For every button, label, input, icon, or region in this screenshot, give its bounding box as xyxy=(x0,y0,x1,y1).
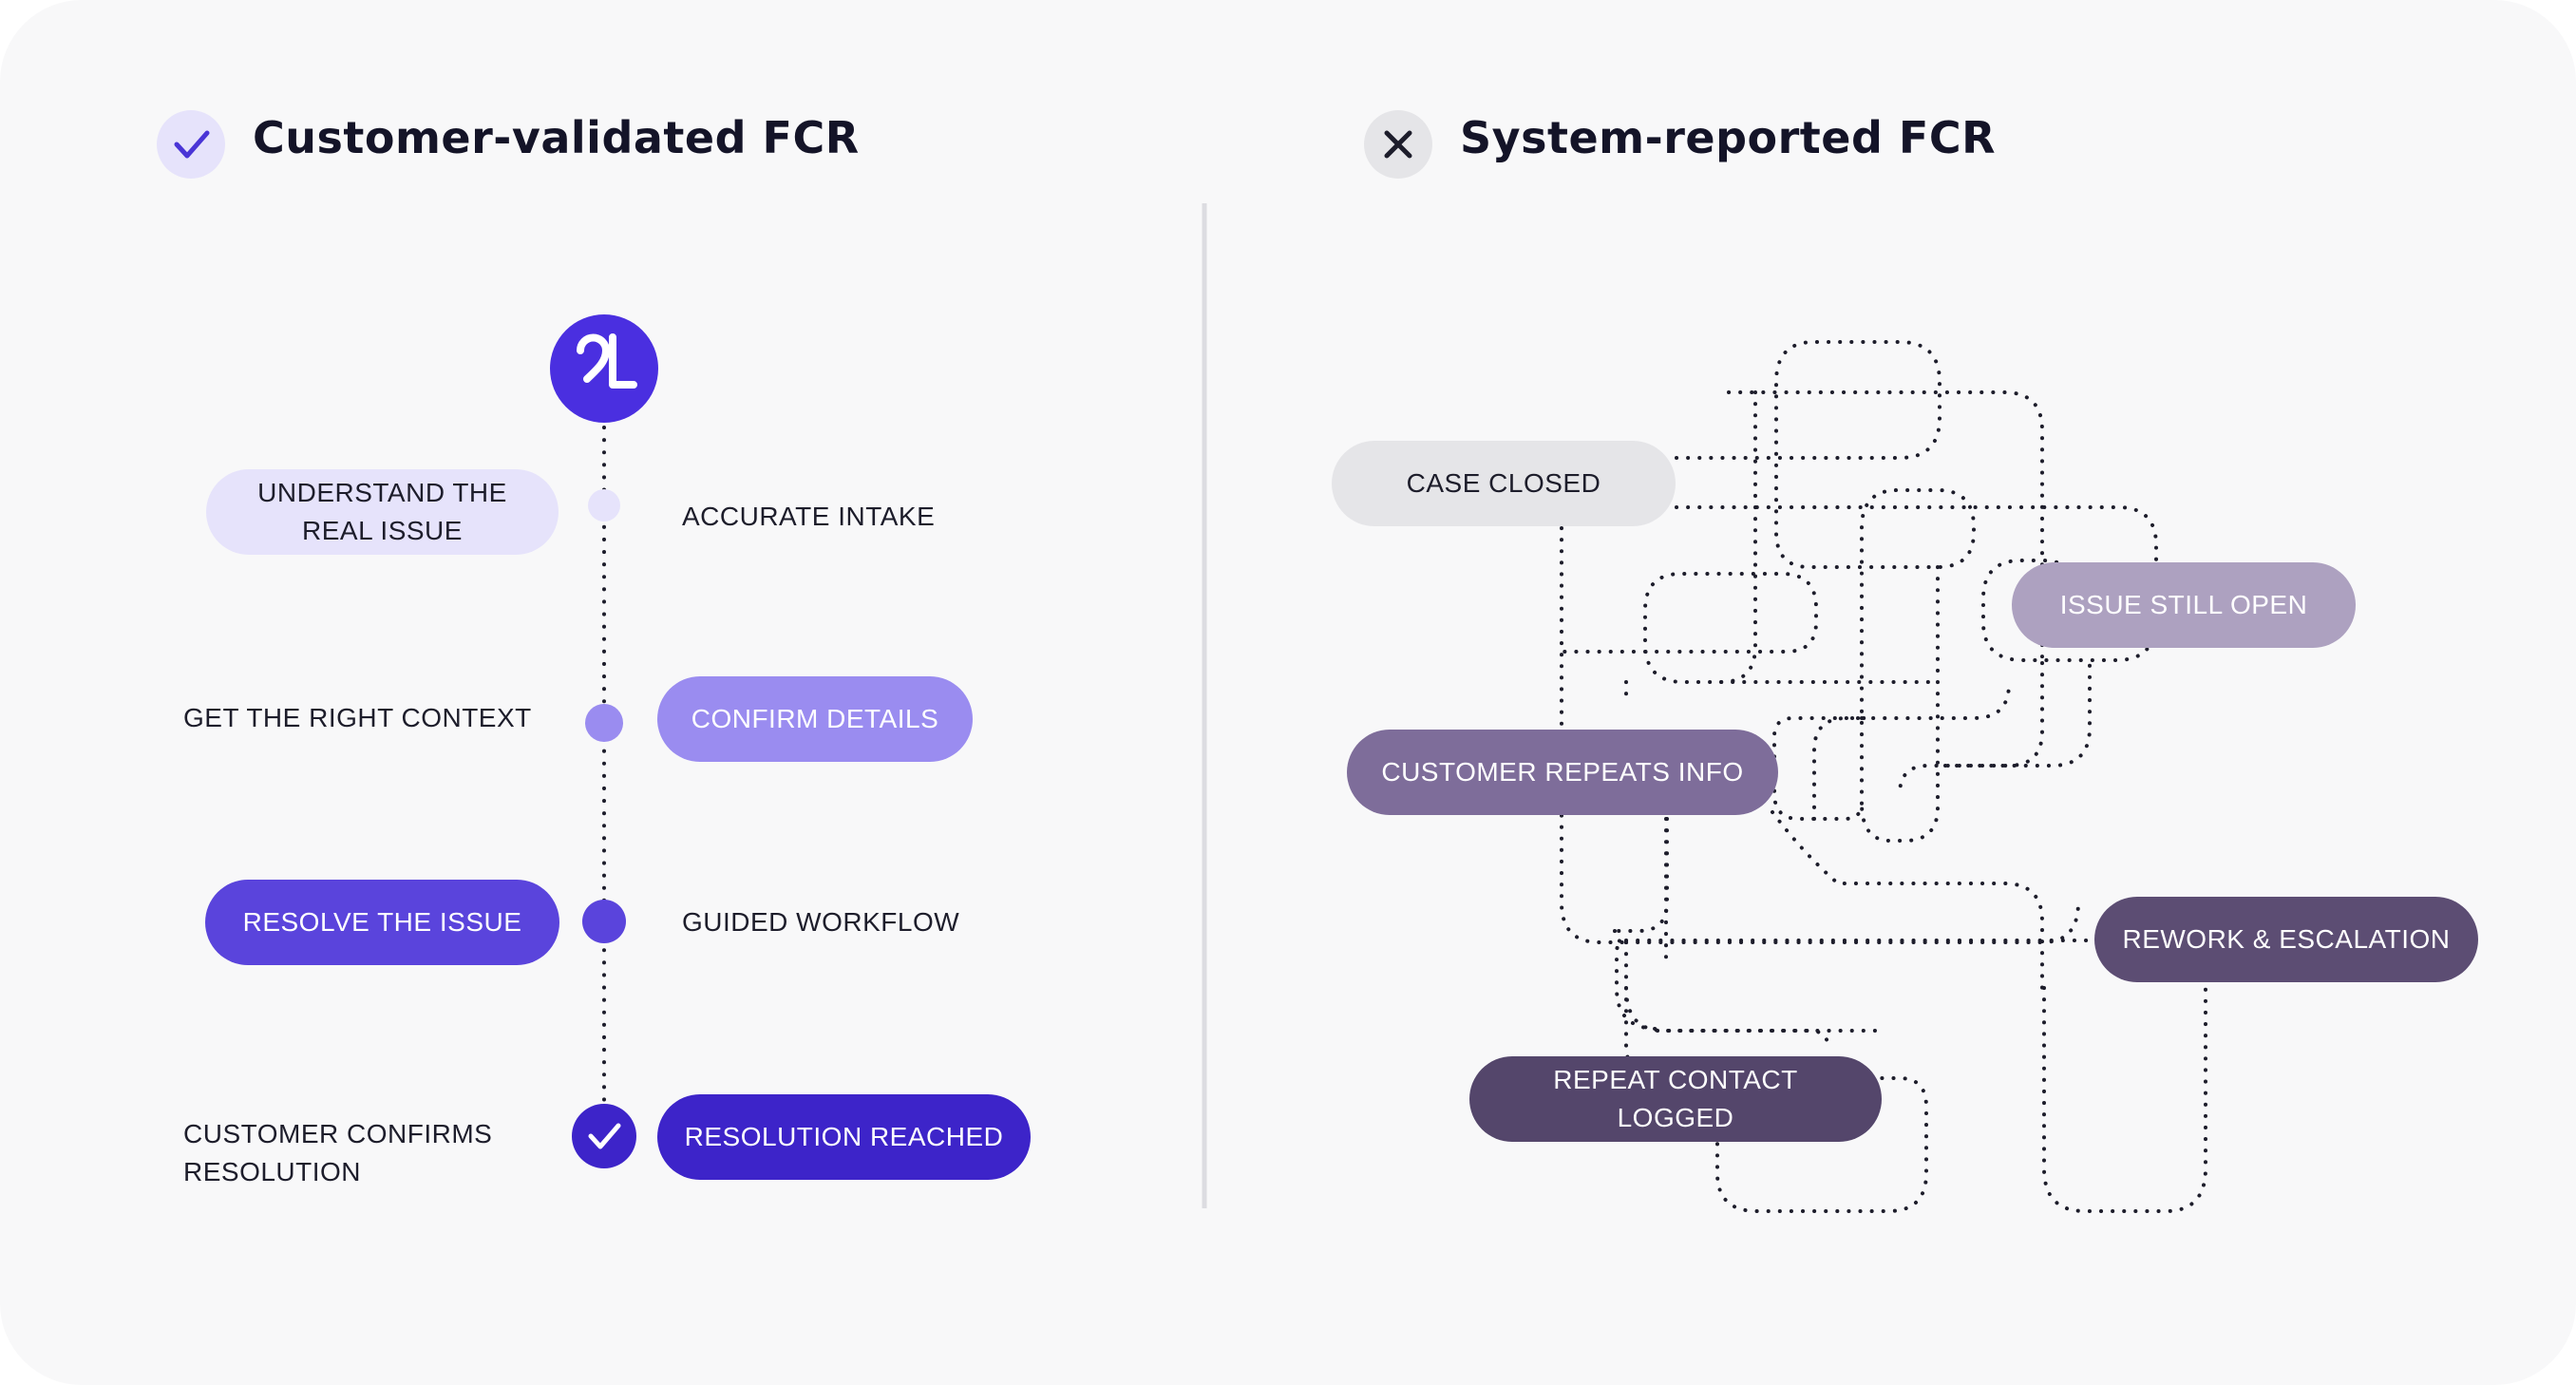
tangled-paths xyxy=(1560,340,2207,1213)
left-title: Customer-validated FCR xyxy=(253,112,860,163)
step-pill-understand-issue: UNDERSTAND THE REAL ISSUE xyxy=(206,469,559,555)
node-rework-escalation: REWORK & ESCALATION xyxy=(2094,897,2478,982)
close-icon xyxy=(1364,110,1432,179)
step-pill-resolve-issue: RESOLVE THE ISSUE xyxy=(205,880,559,965)
node-repeat-contact-logged: REPEAT CONTACT LOGGED xyxy=(1469,1056,1882,1142)
step-label-accurate-intake: ACCURATE INTAKE xyxy=(682,502,936,531)
step-label-right-context: GET THE RIGHT CONTEXT xyxy=(183,703,532,732)
step-label-guided-workflow: GUIDED WORKFLOW xyxy=(682,907,960,937)
brand-logo-icon xyxy=(550,314,658,423)
node-case-closed: CASE CLOSED xyxy=(1332,441,1676,526)
timeline-dot-3 xyxy=(582,900,626,943)
node-issue-still-open: ISSUE STILL OPEN xyxy=(2012,562,2356,648)
step-pill-resolution-reached: RESOLUTION REACHED xyxy=(657,1094,1031,1180)
step-pill-confirm-details: CONFIRM DETAILS xyxy=(657,676,973,762)
step-label-customer-confirms: CUSTOMER CONFIRMS RESOLUTION xyxy=(183,1119,493,1186)
check-icon xyxy=(157,110,225,179)
node-customer-repeats-info: CUSTOMER REPEATS INFO xyxy=(1347,730,1778,815)
right-title: System-reported FCR xyxy=(1460,112,1997,163)
timeline-dot-1 xyxy=(588,489,620,522)
timeline-check-icon xyxy=(572,1104,636,1168)
timeline-dot-2 xyxy=(585,704,623,742)
